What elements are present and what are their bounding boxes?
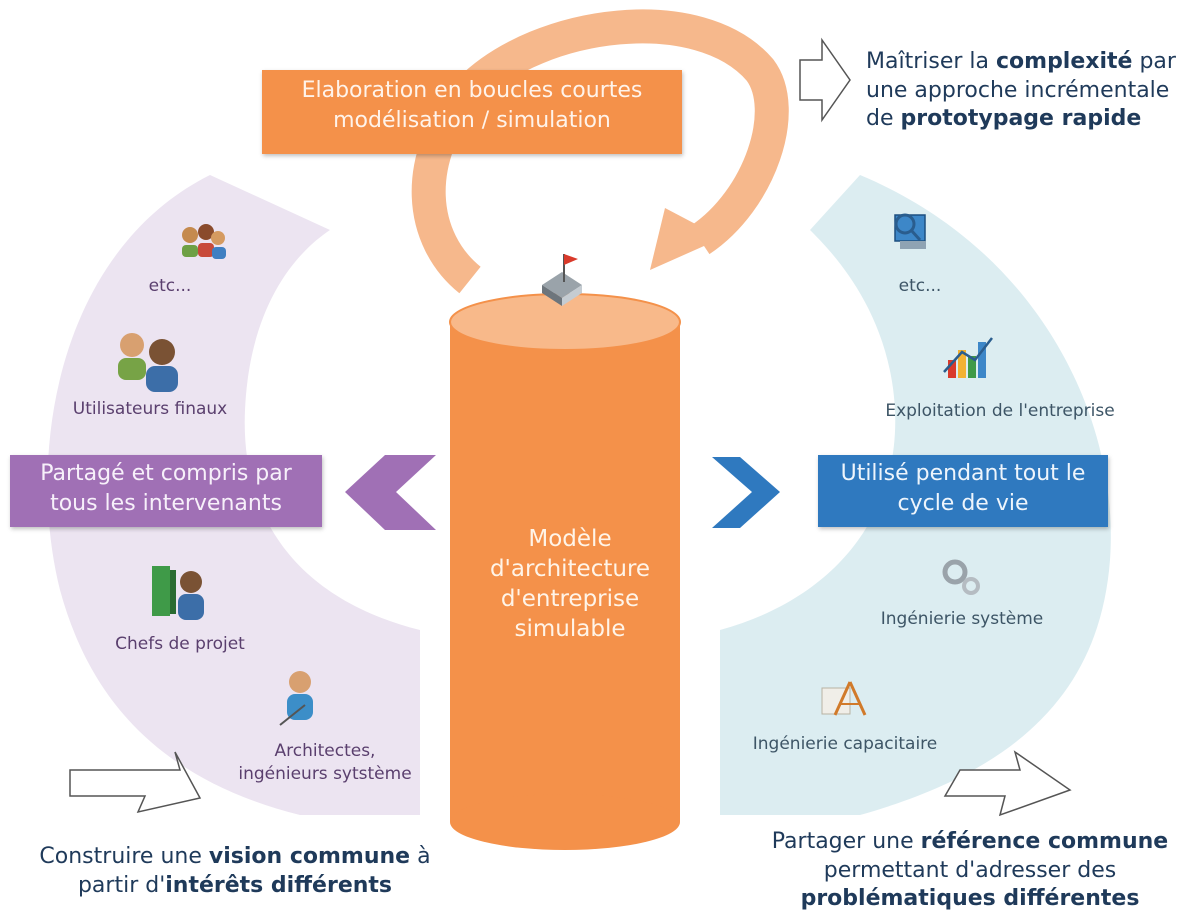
reference-text-bold: référence commune (920, 829, 1169, 854)
cylinder-line4: simulable (514, 615, 626, 642)
complexity-text-pre: Maîtriser la (866, 49, 996, 74)
gears-icon (942, 559, 980, 595)
loop-box-line2: modélisation / simulation (333, 108, 611, 134)
right-label-operations: Exploitation de l'entreprise (885, 401, 1115, 421)
right-box-line2: cycle de vie (897, 491, 1029, 517)
right-label-etc: etc... (898, 276, 942, 296)
flag-block-icon (542, 254, 582, 306)
group-icon (182, 224, 226, 259)
complexity-statement: Maîtriser la complexité par une approche… (866, 48, 1186, 134)
reference-text-line2: permettant d'adresser des (823, 857, 1117, 883)
lifecycle-box: Utilisé pendant tout le cycle de vie (818, 455, 1108, 527)
architects-line1: Architectes, (274, 741, 376, 761)
complexity-text-line2: une approche incrémentale (866, 77, 1170, 103)
complexity-text-post: par (1132, 49, 1176, 74)
capability-icon (821, 681, 867, 716)
reference-text-bold3: problématiques différentes (800, 886, 1140, 912)
right-box-line1: Utilisé pendant tout le (840, 461, 1086, 486)
right-label-systems-engineering: Ingénierie système (880, 609, 1044, 629)
outline-arrow-bottom-left (69, 751, 202, 814)
left-box-line1: Partagé et compris par (40, 461, 292, 486)
common-vision-statement: Construire une vision commune à partir d… (20, 843, 450, 900)
users-icon (118, 333, 178, 392)
cylinder-line3: d'entreprise (500, 585, 640, 612)
search-computer-icon (894, 213, 926, 249)
vision-text-bold: vision commune (208, 844, 411, 869)
right-label-capability-engineering: Ingénierie capacitaire (752, 734, 938, 754)
complexity-text-pre3: de (866, 106, 901, 132)
loop-arrow-head (650, 208, 722, 270)
outline-arrow-right (799, 37, 851, 123)
vision-text-bold2: intérêts différents (165, 872, 393, 898)
reference-text-pre: Partager une (771, 829, 921, 854)
complexity-text-bold3: prototypage rapide (900, 106, 1142, 132)
project-manager-icon (152, 566, 204, 620)
shared-understanding-box: Partagé et compris par tous les interven… (10, 455, 322, 527)
vision-text-post: à (410, 844, 431, 869)
common-reference-statement: Partager une référence commune permettan… (755, 828, 1185, 914)
left-box-line2: tous les intervenants (50, 491, 282, 517)
left-label-project-managers: Chefs de projet (115, 634, 245, 654)
chart-icon (943, 337, 993, 378)
left-label-architects: Architectes, ingénieurs sytstème (220, 740, 430, 786)
cylinder-line2: d'architecture (489, 555, 651, 582)
cylinder-body (450, 322, 680, 822)
cylinder-line1: Modèle (528, 526, 612, 552)
loop-elaboration-box: Elaboration en boucles courtes modélisat… (262, 70, 682, 154)
cylinder-bottom (450, 794, 680, 850)
cylinder-label: Modèle d'architecture d'entreprise simul… (460, 525, 680, 645)
outline-arrow-bottom-right (943, 750, 1072, 817)
architect-icon (279, 671, 313, 726)
left-label-etc: etc... (148, 276, 192, 296)
loop-arrow (411, 9, 789, 294)
vision-text-pre: Construire une (39, 844, 209, 869)
complexity-text-bold: complexité (995, 49, 1133, 74)
left-label-end-users: Utilisateurs finaux (72, 399, 228, 419)
vision-text-pre2: partir d' (77, 872, 166, 898)
purple-chevron (345, 455, 436, 530)
loop-box-line1: Elaboration en boucles courtes (301, 78, 643, 103)
blue-chevron (712, 457, 780, 528)
architects-line2: ingénieurs sytstème (238, 763, 412, 784)
